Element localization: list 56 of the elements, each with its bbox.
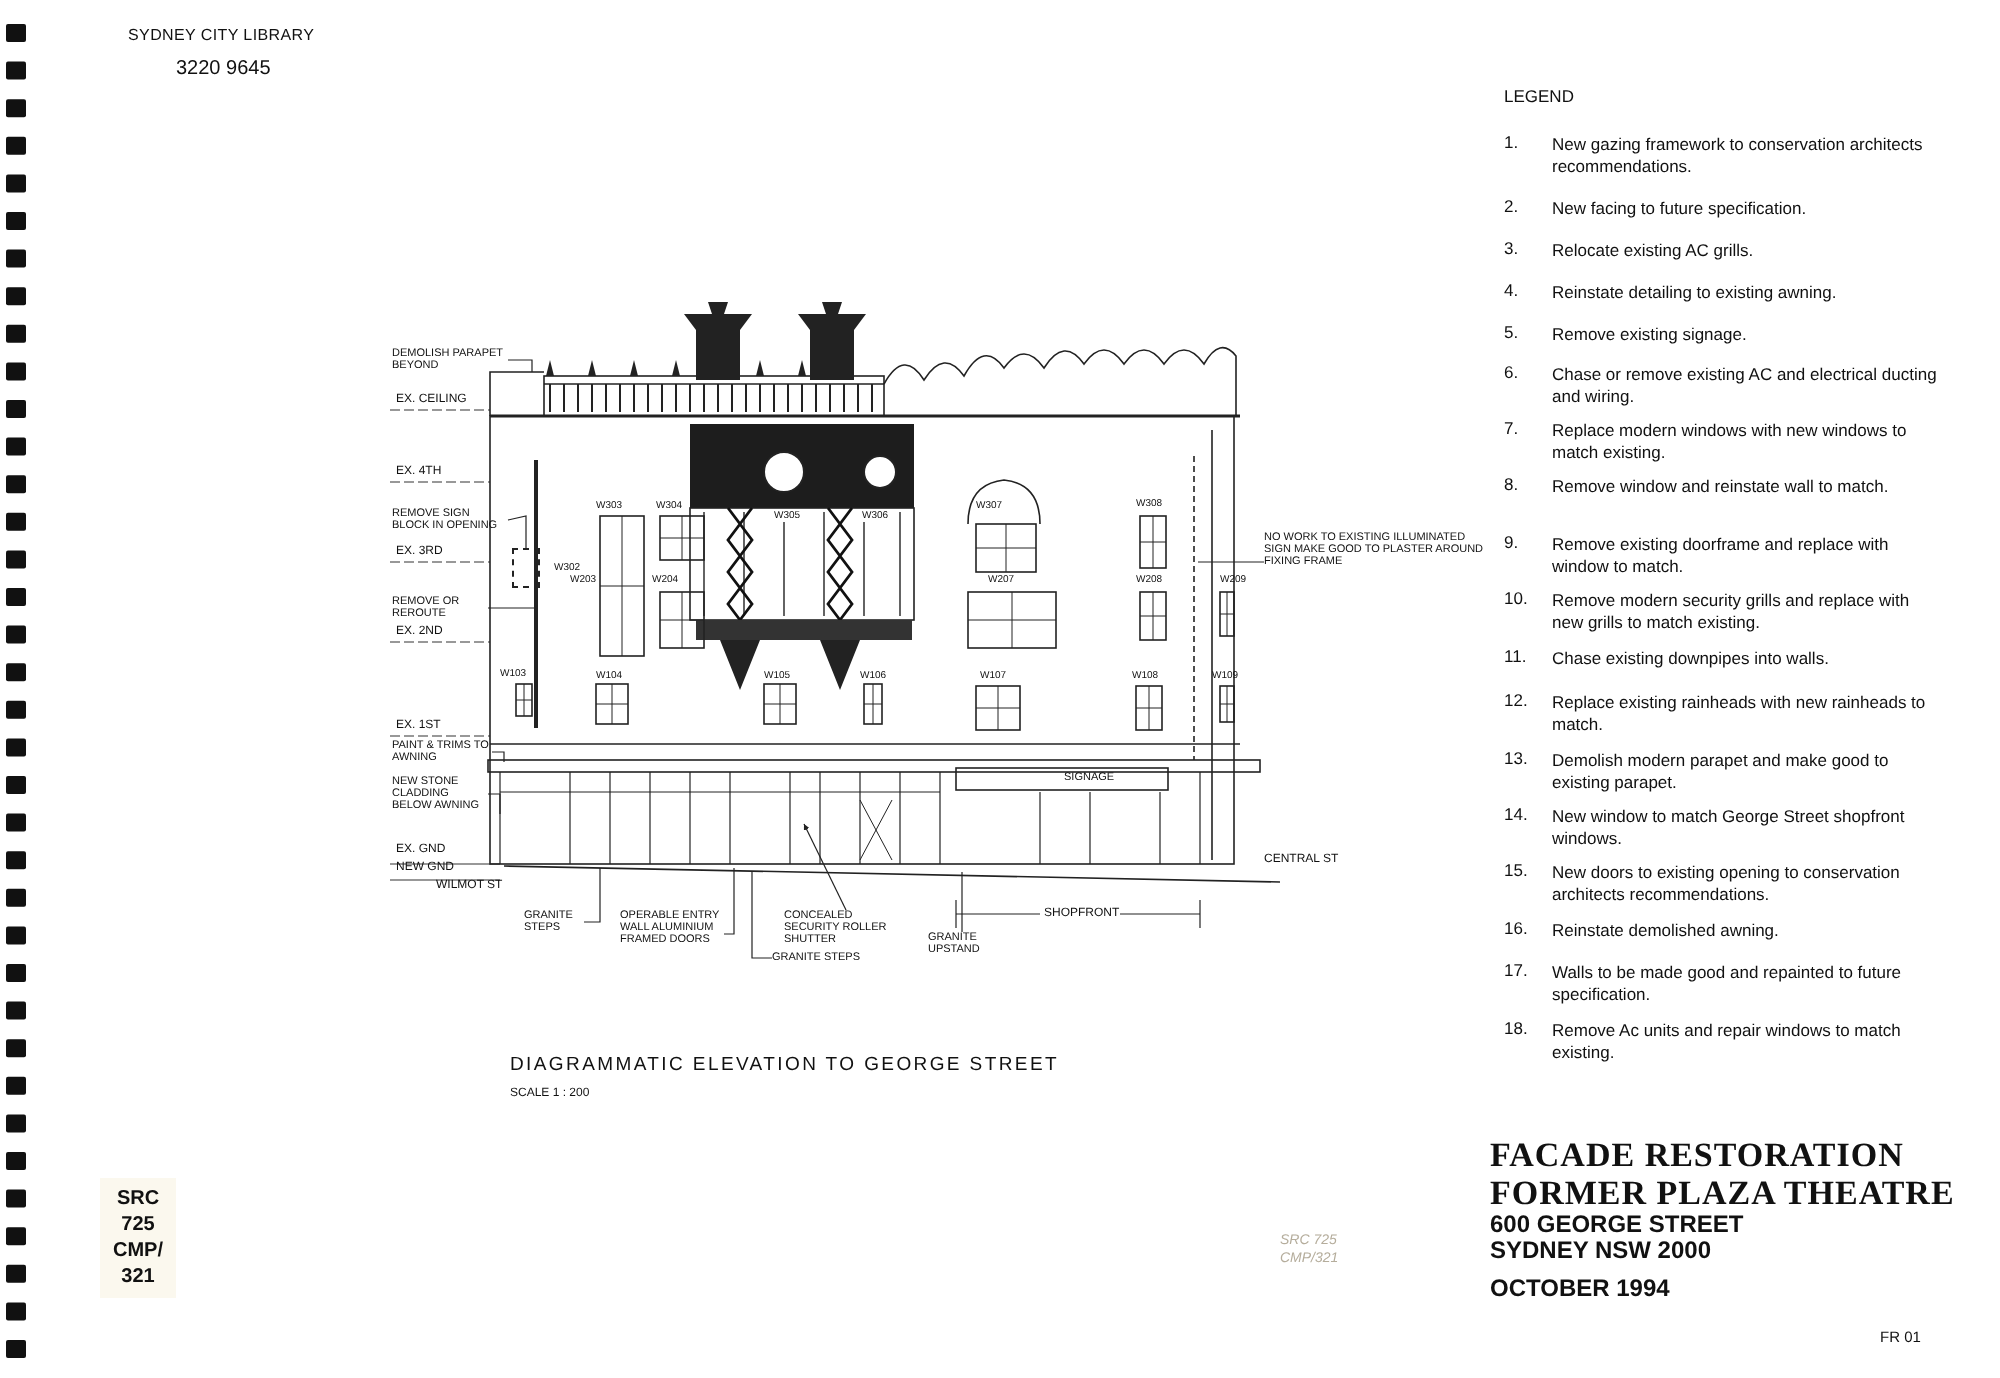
note-text: Remove existing doorframe and replace with window to match. (1552, 534, 1891, 578)
catalogue-number: 3220 9645 (176, 58, 273, 81)
leader-line (583, 867, 601, 923)
note-text: Reinstate detailing to existing awning. (1552, 282, 1839, 304)
date-text: OCTOBER 1994 (1490, 1276, 1672, 1304)
leader-line (961, 871, 963, 933)
note-text: New doors to existing opening to conservation architects recommendations. (1552, 862, 1902, 906)
leader-line (487, 793, 501, 815)
note-text: Remove modern security grills and replace with new grills to match existing. (1552, 590, 1912, 634)
library-label: SYDNEY CITY LIBRARY (128, 26, 317, 45)
shelf-mark: SRC 725 CMP/ 321 (100, 1178, 176, 1298)
note-number: 11. (1504, 648, 1529, 668)
note-text: Demolish modern parapet and make good to existing parapet. (1552, 750, 1891, 794)
address-line: SYDNEY NSW 2000 (1490, 1238, 1713, 1264)
note-number: 9. (1504, 534, 1521, 554)
note-text: Chase existing downpipes into walls. (1552, 648, 1831, 670)
note-number: 7. (1504, 420, 1521, 440)
note-number: 12. (1504, 692, 1530, 712)
note-text: Replace modern windows with new windows to match existing. (1552, 420, 1909, 464)
address-line: 600 GEORGE STREET (1490, 1212, 1746, 1238)
leader-line (751, 871, 773, 959)
note-number: 2. (1504, 198, 1521, 218)
drawing-title: DIAGRAMMATIC ELEVATION TO GEORGE STREET (510, 1056, 1061, 1078)
note-text: Reinstate demolished awning. (1552, 920, 1781, 942)
leader-line (491, 751, 505, 763)
leader-line (1197, 561, 1265, 563)
leader-line (723, 867, 735, 935)
leader-line (487, 607, 535, 609)
note-text: New window to match George Street shopfront windows. (1552, 806, 1907, 850)
note-text: New gazing framework to conservation architects recommendations. (1552, 134, 1925, 178)
note-number: 10. (1504, 590, 1530, 610)
leader-line (803, 823, 847, 911)
project-title: FACADE RESTORATION FORMER PLAZA THEATRE (1490, 1136, 1957, 1212)
legend-heading: LEGEND (1504, 88, 1576, 108)
note-number: 14. (1504, 806, 1530, 826)
note-text: Replace existing rainheads with new rainheads to match. (1552, 692, 1928, 736)
note-number: 17. (1504, 962, 1530, 982)
note-text: New facing to future specification. (1552, 198, 1809, 220)
note-number: 6. (1504, 364, 1521, 384)
note-text: Remove window and reinstate wall to match. (1552, 476, 1891, 498)
note-number: 16. (1504, 920, 1530, 940)
note-text: Chase or remove existing AC and electrical ducting and wiring. (1552, 364, 1939, 408)
note-number: 1. (1504, 134, 1521, 154)
note-text: Remove Ac units and repair windows to match existing. (1552, 1020, 1903, 1064)
note-number: 13. (1504, 750, 1530, 770)
note-number: 8. (1504, 476, 1521, 496)
note-number: 15. (1504, 862, 1530, 882)
note-text: Relocate existing AC grills. (1552, 240, 1756, 262)
note-text: Walls to be made good and repainted to future specification. (1552, 962, 1904, 1006)
note-number: 3. (1504, 240, 1521, 260)
leader-line (507, 359, 533, 373)
note-number: 5. (1504, 324, 1521, 344)
note-number: 18. (1504, 1020, 1530, 1040)
leader-line (507, 515, 527, 549)
note-text: Remove existing signage. (1552, 324, 1749, 346)
note-number: 4. (1504, 282, 1521, 302)
